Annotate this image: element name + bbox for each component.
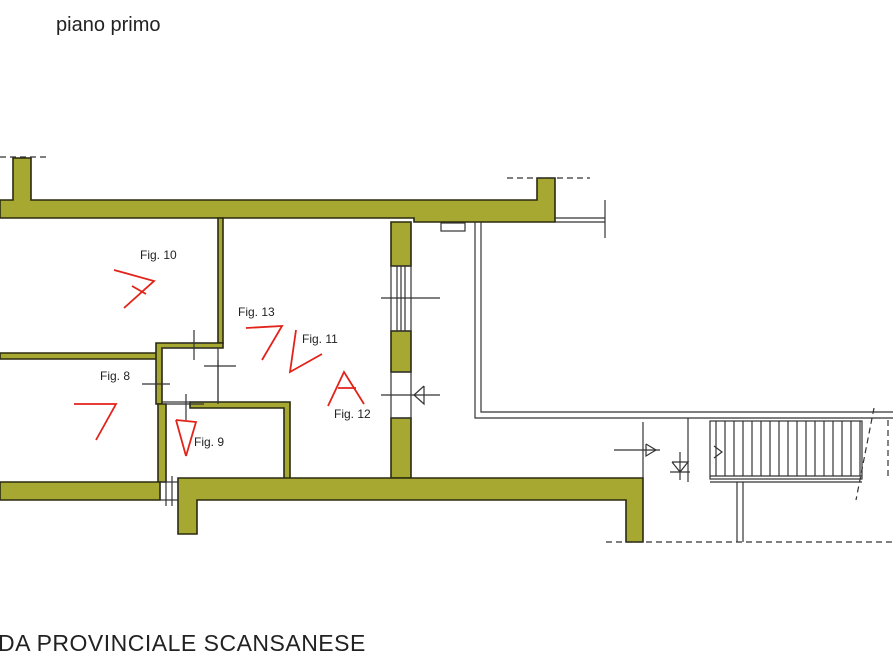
openings-and-lines [0,156,893,543]
wall-central-right-a [390,221,412,267]
camera-mark-fig10-tip [131,285,147,295]
floor-title: piano primo [56,14,161,36]
camera-mark-fig8 [74,403,118,441]
stairs [709,407,889,501]
camera-mark-fig13 [245,325,284,361]
camera-mark-fig10 [113,269,156,309]
wall-room10-right [217,217,224,344]
label-fig10: Fig. 10 [140,248,177,262]
wall-service-block [155,342,224,405]
wall-bottom [0,481,161,501]
label-fig11: Fig. 11 [302,332,338,346]
street-name: DA PROVINCIALE SCANSANESE [0,630,366,656]
wall-central-right-b [390,330,412,373]
label-fig9: Fig. 9 [194,435,224,449]
camera-mark-fig12 [327,370,365,407]
wall-left-rooms [0,352,161,360]
wall-central-right-c [390,417,412,479]
wall-bottom-right [177,477,644,543]
walls [0,157,644,543]
wall-top [0,157,556,223]
wall-room9-left [157,403,167,483]
camera-marks [74,269,365,457]
label-fig8: Fig. 8 [100,369,130,383]
label-fig12: Fig. 12 [334,407,371,421]
camera-mark-fig9 [175,419,198,457]
label-fig13: Fig. 13 [238,305,275,319]
figure-labels: Fig. 10 Fig. 13 Fig. 11 Fig. 8 Fig. 9 Fi… [100,248,371,449]
camera-mark-fig11 [288,329,323,374]
